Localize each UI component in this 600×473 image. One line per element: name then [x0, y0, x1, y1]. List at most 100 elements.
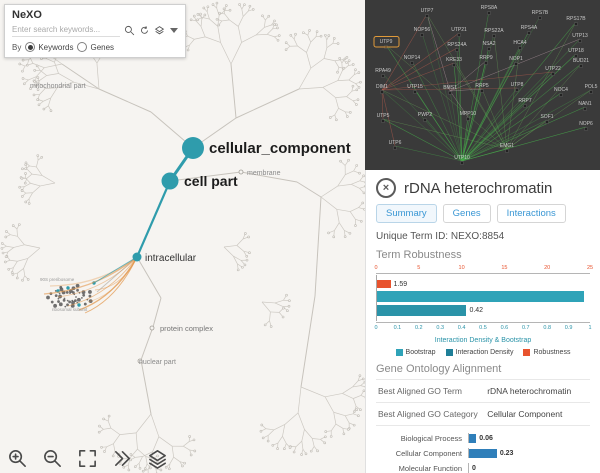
- gene-label[interactable]: UTP8: [511, 82, 524, 88]
- gene-node[interactable]: [459, 160, 464, 165]
- gene-node[interactable]: [425, 13, 430, 18]
- gene-label[interactable]: UTP10: [454, 155, 470, 161]
- gene-label[interactable]: RRP5: [475, 83, 489, 89]
- gene-label[interactable]: RRP9: [479, 55, 493, 61]
- gene-node[interactable]: [504, 148, 509, 153]
- gene-label[interactable]: NOP14: [404, 55, 421, 61]
- search-input[interactable]: [12, 23, 120, 37]
- gene-label[interactable]: UTP6: [389, 140, 402, 146]
- gene-label[interactable]: NOP6: [579, 121, 593, 127]
- gene-node[interactable]: [451, 63, 456, 68]
- gene-label[interactable]: BUD21: [573, 58, 589, 64]
- gene-node[interactable]: [447, 90, 452, 95]
- gene-label[interactable]: SOF1: [540, 114, 553, 120]
- term-label-intracellular[interactable]: intracellular: [145, 253, 197, 264]
- layers-button[interactable]: [146, 447, 168, 469]
- gene-label[interactable]: UTP7: [421, 8, 434, 14]
- gene-label[interactable]: RPS24A: [447, 42, 467, 48]
- gene-label[interactable]: RPS8A: [481, 5, 498, 11]
- gene-node[interactable]: [486, 47, 491, 52]
- gene-label[interactable]: RRP7: [518, 98, 532, 104]
- gene-label[interactable]: RPA49: [375, 68, 391, 74]
- gene-node[interactable]: [410, 61, 415, 66]
- gene-node[interactable]: [381, 73, 386, 78]
- gene-label[interactable]: PWP2: [418, 112, 432, 118]
- gene-label[interactable]: NOC4: [554, 87, 568, 93]
- gene-label[interactable]: UTP21: [451, 27, 467, 33]
- caret-down-icon[interactable]: [170, 27, 178, 33]
- gene-label[interactable]: UTP18: [568, 48, 584, 54]
- gene-node[interactable]: [526, 31, 531, 36]
- gene-node[interactable]: [423, 117, 428, 122]
- term-label-cell-part[interactable]: cell part: [184, 173, 238, 189]
- gene-node[interactable]: [381, 118, 386, 123]
- gene-node[interactable]: [517, 46, 522, 51]
- radio-genes[interactable]: Genes: [77, 42, 114, 52]
- gene-node[interactable]: [393, 145, 398, 150]
- gene-label[interactable]: HCA4: [513, 40, 527, 46]
- gene-node[interactable]: [550, 71, 555, 76]
- gene-label[interactable]: UTP13: [572, 33, 588, 39]
- gene-node[interactable]: [588, 89, 593, 94]
- gene-node[interactable]: [479, 88, 484, 93]
- gene-label[interactable]: DIM1: [376, 84, 388, 90]
- term-label-protein-complex[interactable]: protein complex: [160, 324, 213, 333]
- tab-genes[interactable]: Genes: [442, 204, 491, 223]
- gene-label[interactable]: UTP22: [545, 66, 561, 72]
- gene-label[interactable]: RPS22A: [484, 28, 504, 34]
- gene-label[interactable]: BMS1: [443, 85, 457, 91]
- gene-node[interactable]: [578, 63, 583, 68]
- term-label-cellular-component[interactable]: cellular_component: [209, 140, 351, 157]
- zoom-in-button[interactable]: [6, 447, 28, 469]
- gene-node[interactable]: [514, 87, 519, 92]
- gene-label[interactable]: EMG1: [500, 143, 514, 149]
- gene-label[interactable]: UTP9: [380, 39, 393, 45]
- radio-keywords-circle[interactable]: [25, 42, 36, 52]
- term-label-nuclear-part[interactable]: nuclear part: [139, 359, 176, 366]
- gene-node[interactable]: [379, 89, 384, 94]
- gene-node[interactable]: [420, 33, 425, 38]
- gene-node[interactable]: [454, 48, 459, 53]
- gene-node[interactable]: [544, 119, 549, 124]
- gene-label[interactable]: NOP56: [414, 27, 431, 33]
- node-cell-part[interactable]: [161, 172, 179, 190]
- gene-label[interactable]: NAN1: [578, 101, 592, 107]
- term-label-mitochondrial-part[interactable]: mitochondrial part: [30, 83, 86, 90]
- gene-node[interactable]: [456, 33, 461, 38]
- gene-node[interactable]: [583, 126, 588, 131]
- gene-label[interactable]: POL5: [585, 84, 598, 90]
- gene-node[interactable]: [491, 34, 496, 39]
- gene-label[interactable]: KRE33: [446, 57, 462, 63]
- reset-icon[interactable]: [139, 25, 150, 36]
- term-label-membrane[interactable]: membrane: [247, 170, 281, 177]
- ontology-tree-panel[interactable]: mitochondrial part membrane protein comp…: [0, 0, 365, 473]
- gene-node[interactable]: [465, 116, 470, 121]
- gene-label[interactable]: RPS7B: [532, 10, 549, 16]
- gene-node[interactable]: [537, 16, 542, 21]
- tab-summary[interactable]: Summary: [376, 204, 437, 223]
- node-cellular-component[interactable]: [182, 137, 204, 159]
- gene-node[interactable]: [573, 22, 578, 27]
- gene-label[interactable]: NOP1: [509, 56, 523, 62]
- gene-node[interactable]: [513, 62, 518, 67]
- layers-icon[interactable]: [154, 25, 165, 36]
- gene-node[interactable]: [413, 89, 418, 94]
- gene-label[interactable]: RPS4A: [521, 25, 538, 31]
- expand-button[interactable]: [111, 447, 133, 469]
- gene-label[interactable]: UTP15: [407, 84, 423, 90]
- close-button[interactable]: ×: [376, 178, 396, 198]
- gene-label[interactable]: NSA2: [482, 41, 495, 47]
- radio-keywords[interactable]: Keywords: [25, 42, 73, 52]
- radio-genes-circle[interactable]: [77, 42, 88, 52]
- gene-node[interactable]: [573, 54, 578, 59]
- gene-node[interactable]: [558, 92, 563, 97]
- gene-node[interactable]: [577, 39, 582, 44]
- gene-node[interactable]: [483, 61, 488, 66]
- zoom-out-button[interactable]: [41, 447, 63, 469]
- gene-node[interactable]: [486, 10, 491, 15]
- fit-to-screen-button[interactable]: [76, 447, 98, 469]
- tab-interactions[interactable]: Interactions: [496, 204, 566, 223]
- gene-label[interactable]: UTP5: [377, 113, 390, 119]
